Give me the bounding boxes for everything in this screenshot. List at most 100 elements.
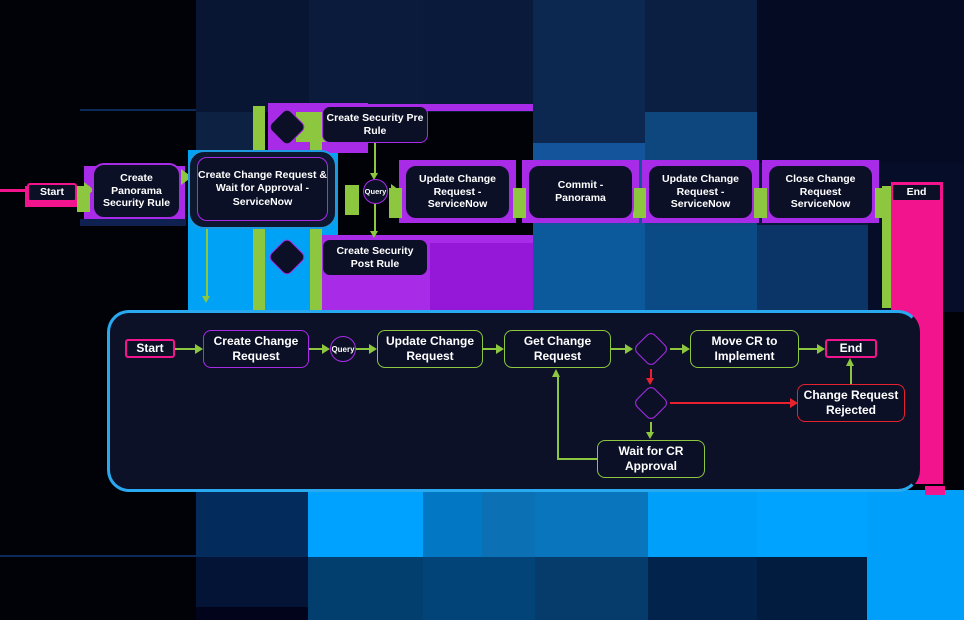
arrowhead [552, 369, 560, 377]
bg-block [867, 490, 964, 620]
sub-node-end[interactable]: End [825, 339, 877, 358]
connector [650, 369, 652, 378]
arrowhead [202, 296, 210, 303]
node-label: Start [40, 186, 64, 199]
arrowhead [370, 173, 378, 180]
arrowhead [322, 344, 330, 354]
node-update-change-request-1[interactable]: Update Change Request - ServiceNow [404, 164, 511, 220]
node-create-security-post-rule[interactable]: Create Security Post Rule [322, 239, 428, 276]
node-update-change-request-2[interactable]: Update Change Request - ServiceNow [647, 164, 754, 220]
arrowhead [84, 182, 94, 198]
node-label: Wait for CR Approval [618, 444, 684, 473]
bg-block [308, 557, 423, 620]
bg-block [645, 0, 757, 112]
node-label: Create Security Pre Rule [326, 111, 424, 137]
arrowhead [817, 344, 825, 354]
node-commit-panorama[interactable]: Commit - Panorama [527, 164, 634, 220]
node-create-change-request-wait[interactable]: Create Change Request & Wait for Approva… [197, 157, 328, 221]
bg-line [80, 109, 196, 111]
node-query[interactable]: Query [363, 179, 388, 204]
bg-line [0, 555, 196, 557]
node-label: Start [136, 341, 164, 355]
node-label: Create Change Request [213, 334, 299, 363]
sub-node-get-change-request[interactable]: Get Change Request [504, 330, 611, 368]
connector [670, 348, 682, 350]
node-shadow [80, 219, 186, 226]
arrowhead [369, 344, 377, 354]
connector [670, 402, 790, 404]
connector [483, 348, 496, 350]
bg-block [430, 243, 533, 310]
connector [345, 185, 359, 215]
bg-block [196, 557, 308, 607]
connector [557, 458, 598, 460]
bg-block [757, 225, 868, 312]
node-create-panorama-security-rule[interactable]: Create Panorama Security Rule [92, 163, 181, 219]
connector [799, 348, 817, 350]
bg-block [196, 0, 309, 112]
node-label: Commit - Panorama [555, 179, 606, 204]
bg-block [757, 557, 867, 620]
node-label: Update Change Request - ServiceNow [661, 172, 739, 211]
node-label: Get Change Request [523, 334, 592, 363]
connector [754, 188, 767, 218]
bg-block [533, 225, 645, 312]
arrowhead [790, 398, 798, 408]
connector [513, 188, 526, 218]
bg-block [645, 225, 757, 312]
bg-block [882, 186, 891, 308]
arrowhead [646, 378, 654, 385]
node-label: Query [331, 344, 355, 354]
connector [356, 348, 369, 350]
bg-block [648, 557, 757, 620]
sub-node-change-request-rejected[interactable]: Change Request Rejected [797, 384, 905, 422]
arrowhead [846, 358, 854, 366]
node-close-change-request[interactable]: Close Change Request ServiceNow [767, 164, 874, 220]
sub-node-start[interactable]: Start [125, 339, 175, 358]
bg-block [757, 490, 867, 557]
connector [611, 348, 625, 350]
connector [850, 366, 852, 384]
bg-block [757, 0, 964, 163]
node-end[interactable]: End [891, 183, 942, 202]
node-label: Change Request Rejected [803, 388, 899, 417]
bg-block [367, 104, 533, 111]
node-label: Move CR to Implement [711, 334, 778, 363]
node-label: Create Change Request & Wait for Approva… [198, 169, 327, 208]
sub-node-wait-for-cr-approval[interactable]: Wait for CR Approval [597, 440, 705, 478]
arrowhead [370, 231, 378, 238]
bg-block [482, 490, 535, 557]
bg-block [925, 486, 945, 495]
bg-block [648, 490, 757, 557]
sub-node-move-cr-to-implement[interactable]: Move CR to Implement [690, 330, 799, 368]
sub-node-create-change-request[interactable]: Create Change Request [203, 330, 309, 368]
node-label: End [839, 341, 863, 355]
connector [374, 204, 376, 231]
node-label: Close Change Request ServiceNow [785, 172, 856, 211]
sub-node-query[interactable]: Query [330, 336, 356, 362]
connector [633, 188, 646, 218]
sub-node-update-change-request[interactable]: Update Change Request [377, 330, 483, 368]
bg-block [423, 557, 535, 620]
node-label: Create Panorama Security Rule [102, 171, 171, 210]
arrowhead [496, 344, 504, 354]
connector [650, 422, 652, 432]
arrowhead [625, 344, 633, 354]
node-start[interactable]: Start [27, 183, 77, 202]
node-label: End [906, 186, 927, 199]
bg-block [535, 557, 648, 620]
connector [0, 189, 27, 192]
bg-block [308, 490, 423, 557]
node-label: Update Change Request [385, 334, 474, 363]
connector [374, 143, 376, 173]
node-label: Create Security Post Rule [336, 244, 414, 270]
bg-block [309, 0, 423, 112]
bg-block [196, 490, 308, 557]
connector [309, 348, 322, 350]
bg-block [423, 490, 482, 557]
connector [875, 188, 888, 218]
bg-block [533, 0, 645, 143]
bg-block [196, 607, 308, 620]
node-create-security-pre-rule[interactable]: Create Security Pre Rule [322, 106, 428, 143]
